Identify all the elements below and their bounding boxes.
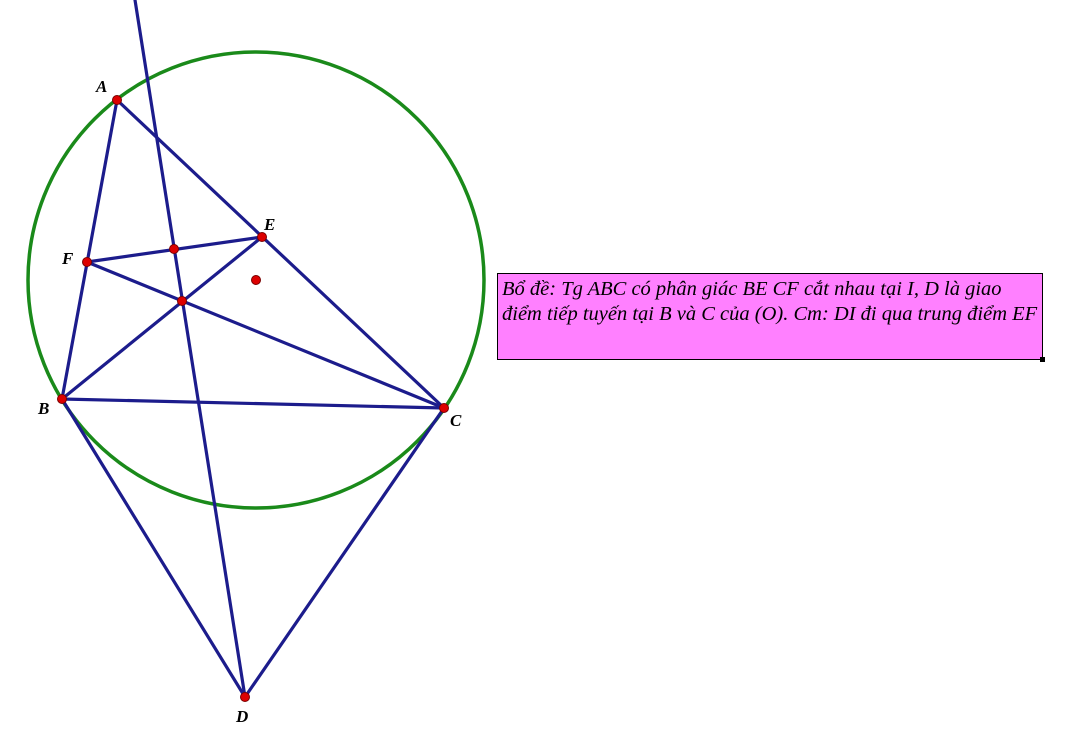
- label-d: D: [235, 707, 248, 726]
- label-e: E: [263, 215, 275, 234]
- label-c: C: [450, 411, 462, 430]
- point-e: [257, 232, 267, 242]
- line-di: [133, 0, 247, 699]
- segment-be: [60, 235, 264, 401]
- lemma-note-text: Bổ đề: Tg ABC có phân giác BE CF cắt nha…: [502, 278, 1038, 325]
- segment-bd: [60, 397, 247, 699]
- resize-handle[interactable]: [1040, 357, 1045, 362]
- point-c: [439, 403, 449, 413]
- point-f: [82, 257, 92, 267]
- point-incenter-i: [177, 296, 187, 306]
- point-b: [57, 394, 67, 404]
- point-a: [112, 95, 122, 105]
- point-center-o: [251, 275, 261, 285]
- segment-cf: [85, 260, 446, 410]
- segment-ac: [115, 98, 446, 410]
- point-d: [240, 692, 250, 702]
- label-f: F: [61, 249, 74, 268]
- lemma-note-box[interactable]: Bổ đề: Tg ABC có phân giác BE CF cắt nha…: [497, 273, 1045, 362]
- segment-cd: [243, 406, 446, 699]
- segment-bc: [60, 397, 446, 410]
- label-a: A: [95, 77, 107, 96]
- label-b: B: [37, 399, 49, 418]
- segment-ab: [60, 98, 119, 401]
- point-midpoint-ef: [169, 244, 179, 254]
- circumcircle-o: [26, 50, 486, 510]
